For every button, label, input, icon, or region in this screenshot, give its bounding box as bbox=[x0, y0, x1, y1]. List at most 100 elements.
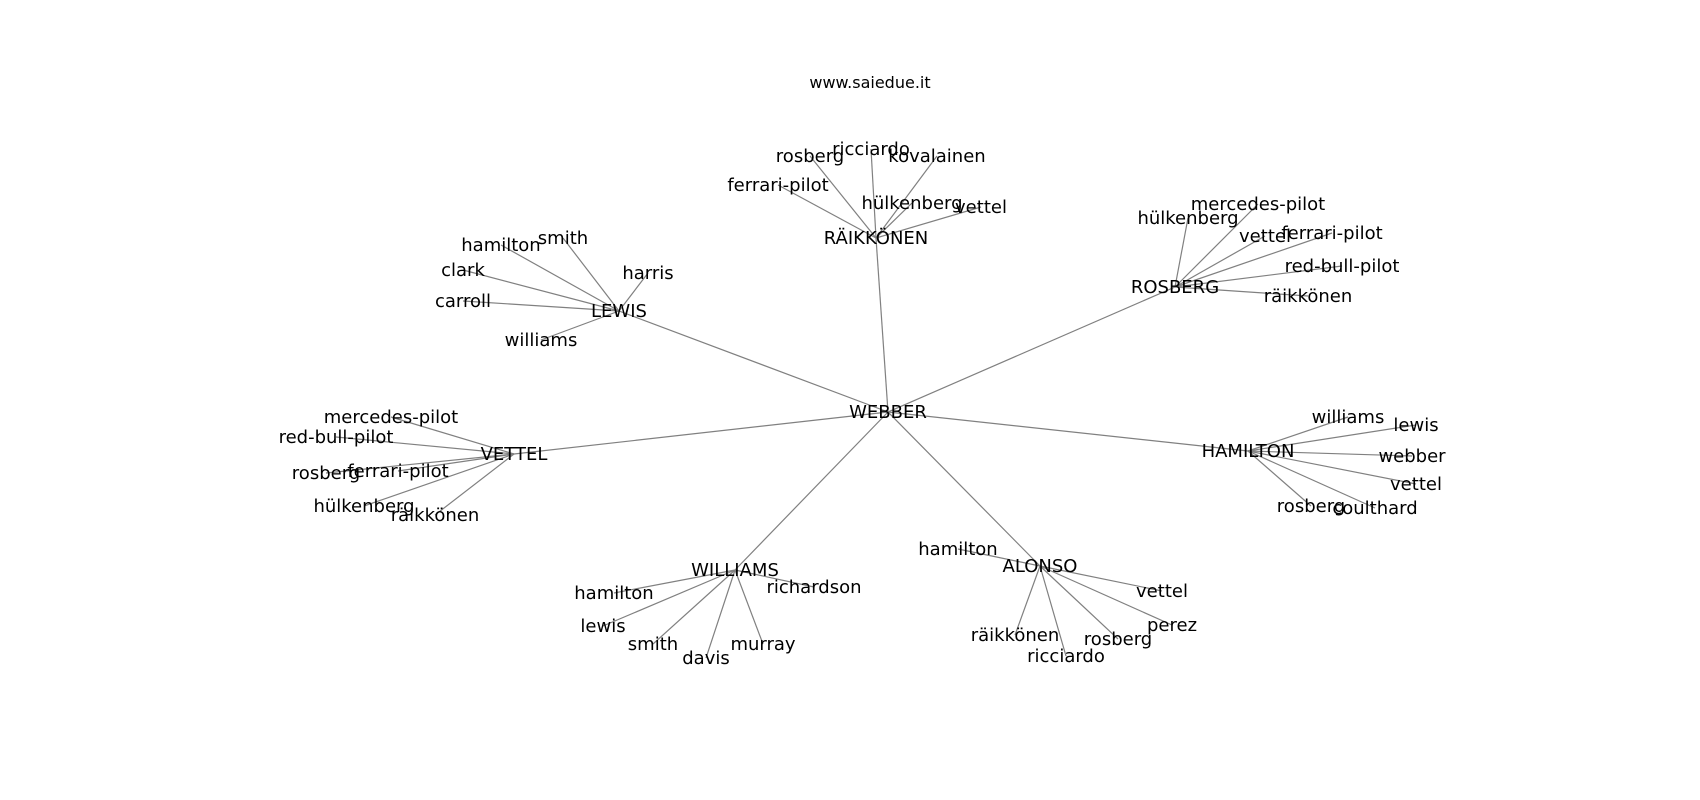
leaf-node-label: davis bbox=[682, 648, 730, 669]
edge-hub-leaf bbox=[870, 148, 877, 239]
edge-hub-leaf bbox=[1247, 450, 1417, 485]
edge-root-hub bbox=[618, 310, 889, 413]
hub-node-label: ROSBERG bbox=[1131, 277, 1219, 298]
edge-hub-leaf bbox=[462, 300, 620, 312]
edge-hub-leaf bbox=[335, 436, 515, 455]
edge-hub-leaf bbox=[325, 453, 515, 474]
leaf-node-label: hamilton bbox=[918, 539, 997, 560]
edge-hub-leaf bbox=[390, 416, 515, 455]
leaf-node-label: ferrari-pilot bbox=[347, 461, 448, 482]
hub-node-label: WILLIAMS bbox=[691, 560, 779, 581]
edge-hub-leaf bbox=[1174, 217, 1189, 288]
leaf-node-label: lewis bbox=[1393, 415, 1438, 436]
edge-hub-leaf bbox=[1247, 450, 1312, 507]
leaf-node-label: rosberg bbox=[776, 146, 844, 167]
leaf-node-label: räikkönen bbox=[1264, 286, 1353, 307]
edge-hub-leaf bbox=[1247, 424, 1417, 452]
leaf-node-label: carroll bbox=[435, 291, 491, 312]
leaf-node-label: harris bbox=[622, 263, 673, 284]
leaf-node-label: hülkenberg bbox=[313, 496, 414, 517]
leaf-node-label: perez bbox=[1147, 615, 1197, 636]
edge-root-hub bbox=[513, 411, 889, 455]
edges-layer bbox=[325, 148, 1417, 659]
edge-hub-leaf bbox=[1247, 416, 1349, 452]
leaf-node-label: smith bbox=[628, 634, 678, 655]
edge-hub-leaf bbox=[1014, 565, 1041, 636]
edge-root-hub bbox=[875, 237, 889, 413]
hub-node-label: RÄIKKÖNEN bbox=[824, 227, 929, 249]
leaf-node-label: hamilton bbox=[574, 583, 653, 604]
root-node-label: WEBBER bbox=[849, 402, 927, 423]
edge-hub-leaf bbox=[613, 569, 736, 594]
leaf-node-label: mercedes-pilot bbox=[1191, 194, 1325, 215]
leaf-node-label: räikkönen bbox=[971, 625, 1060, 646]
edge-root-hub bbox=[887, 411, 1249, 452]
edge-hub-leaf bbox=[500, 244, 620, 312]
hub-node-label: VETTEL bbox=[481, 444, 548, 465]
edge-hub-leaf bbox=[1039, 565, 1119, 640]
leaf-node-label: ricciardo bbox=[832, 139, 910, 160]
leaf-node-label: clark bbox=[441, 260, 485, 281]
edge-hub-leaf bbox=[1039, 565, 1163, 592]
leaf-node-label: mercedes-pilot bbox=[324, 407, 458, 428]
leaf-node-label: webber bbox=[1378, 446, 1446, 467]
edge-hub-leaf bbox=[957, 548, 1041, 567]
edge-hub-leaf bbox=[562, 237, 620, 312]
credit-text: www.saiedue.it bbox=[809, 73, 930, 92]
leaf-node-label: vettel bbox=[955, 197, 1007, 218]
edge-hub-leaf bbox=[618, 272, 649, 312]
leaf-node-label: vettel bbox=[1136, 581, 1188, 602]
leaf-node-label: red-bull-pilot bbox=[279, 427, 394, 448]
edge-hub-leaf bbox=[1039, 565, 1173, 626]
edge-hub-leaf bbox=[652, 569, 736, 645]
leaf-node-label: räikkönen bbox=[391, 505, 480, 526]
edge-root-hub bbox=[887, 411, 1041, 567]
edge-hub-leaf bbox=[705, 569, 736, 659]
leaf-node-label: williams bbox=[1312, 407, 1385, 428]
leaf-node-label: hülkenberg bbox=[1137, 208, 1238, 229]
edge-hub-leaf bbox=[1174, 235, 1266, 288]
leaf-node-label: red-bull-pilot bbox=[1285, 256, 1400, 277]
leaf-node-label: ferrari-pilot bbox=[1281, 223, 1382, 244]
hub-node-label: HAMILTON bbox=[1202, 441, 1295, 462]
leaf-node-label: richardson bbox=[766, 577, 861, 598]
leaf-node-label: vettel bbox=[1390, 474, 1442, 495]
leaf-node-label: williams bbox=[505, 330, 578, 351]
leaf-node-label: ferrari-pilot bbox=[727, 175, 828, 196]
leaf-node-label: coulthard bbox=[1332, 498, 1417, 519]
leaf-node-label: vettel bbox=[1239, 226, 1291, 247]
leaf-node-label: kovalainen bbox=[888, 146, 985, 167]
edge-hub-leaf bbox=[1247, 450, 1376, 509]
edge-hub-leaf bbox=[1039, 565, 1067, 657]
edge-hub-leaf bbox=[734, 569, 815, 588]
edge-hub-leaf bbox=[1174, 265, 1343, 288]
leaf-node-label: rosberg bbox=[1277, 496, 1345, 517]
edge-root-hub bbox=[887, 286, 1176, 413]
leaf-node-label: hamilton bbox=[461, 235, 540, 256]
edge-hub-leaf bbox=[434, 453, 515, 516]
edge-hub-leaf bbox=[875, 206, 982, 239]
edge-hub-leaf bbox=[462, 269, 620, 312]
edge-hub-leaf bbox=[363, 453, 515, 507]
edge-hub-leaf bbox=[734, 569, 764, 645]
edge-hub-leaf bbox=[809, 155, 877, 239]
hub-node-label: LEWIS bbox=[591, 301, 647, 322]
leaf-node-label: hülkenberg bbox=[861, 193, 962, 214]
hub-node-label: ALONSO bbox=[1003, 556, 1078, 577]
edge-hub-leaf bbox=[875, 202, 913, 239]
leaf-node-label: rosberg bbox=[1084, 629, 1152, 650]
leaf-node-label: ricciardo bbox=[1027, 646, 1105, 667]
edge-hub-leaf bbox=[540, 310, 620, 341]
leaf-node-label: lewis bbox=[580, 616, 625, 637]
labels-layer: WEBBERRÄIKKÖNENrosbergricciardokovalaine… bbox=[279, 139, 1447, 669]
edge-hub-leaf bbox=[602, 569, 736, 627]
edge-hub-leaf bbox=[1174, 286, 1309, 297]
edge-hub-leaf bbox=[397, 453, 515, 472]
edge-root-hub bbox=[734, 411, 889, 571]
edge-hub-leaf bbox=[1247, 450, 1413, 457]
leaf-node-label: rosberg bbox=[292, 463, 360, 484]
edge-hub-leaf bbox=[777, 184, 877, 239]
edge-hub-leaf bbox=[1174, 232, 1333, 288]
leaf-node-label: murray bbox=[730, 634, 795, 655]
